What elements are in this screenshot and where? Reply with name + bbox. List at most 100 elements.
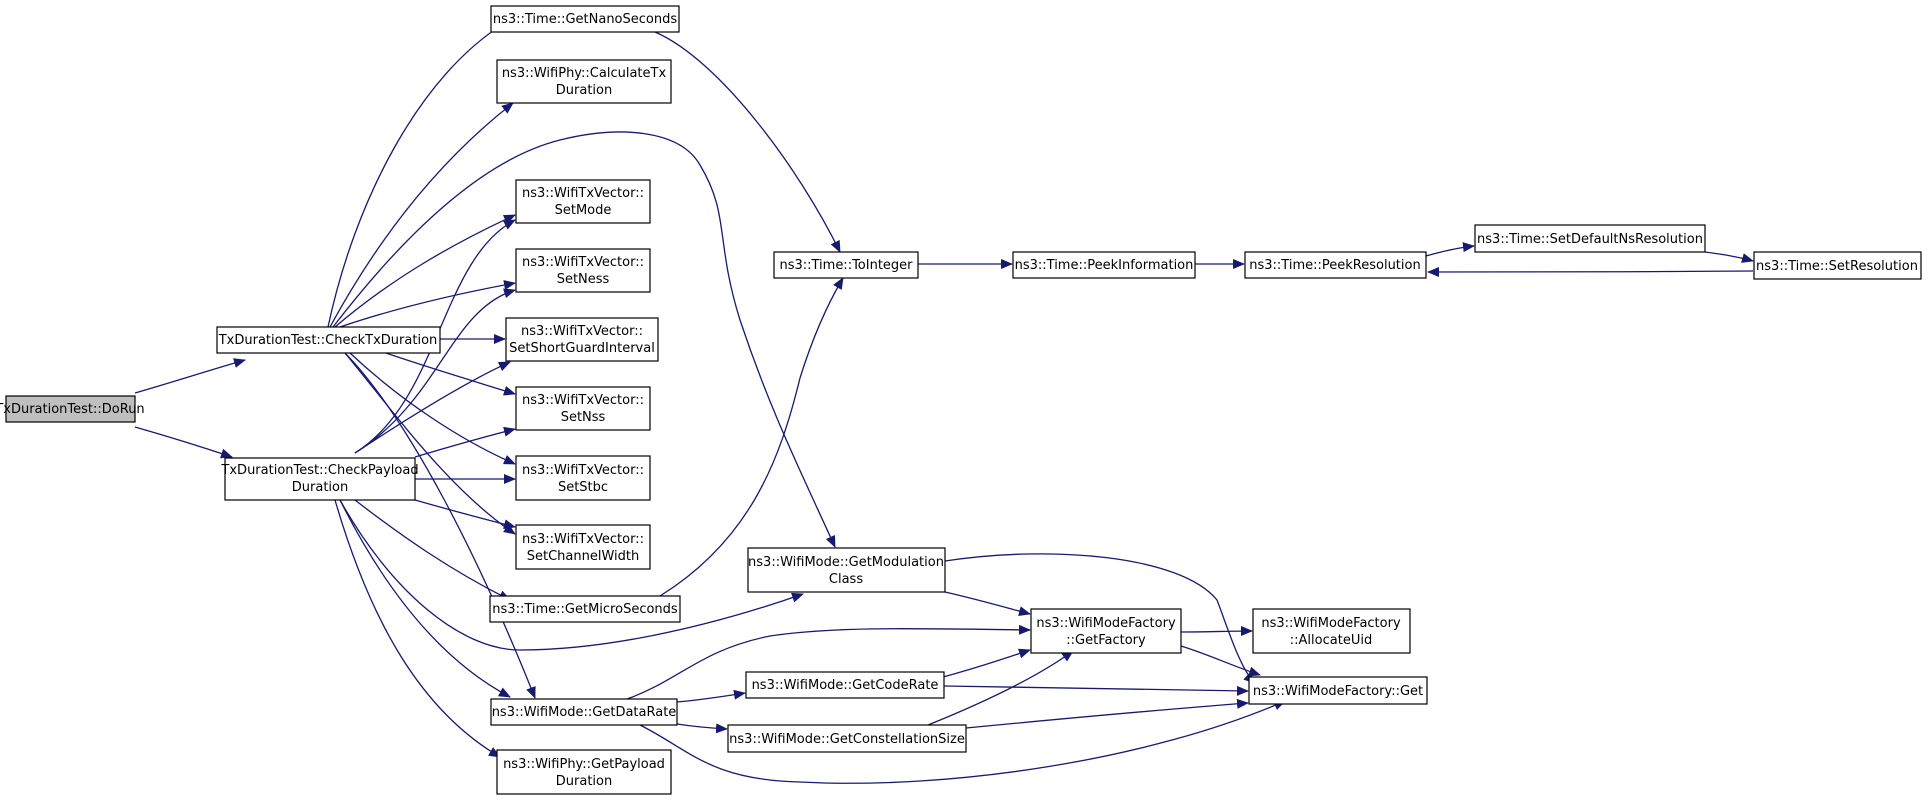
node-wifimode-getmodulationclass[interactable]: ns3::WifiMode::GetModulation Class — [747, 547, 946, 593]
node-time-getmicroseconds[interactable]: ns3::Time::GetMicroSeconds — [489, 595, 681, 623]
node-label: ns3::Time::PeekResolution — [1249, 258, 1420, 273]
edge-checktx-setchannelwidth — [344, 352, 516, 535]
edge-getmicroseconds-tointeger — [659, 277, 844, 597]
edge-getcoderate-wifimodefactoryget — [943, 685, 1249, 696]
node-label-line1: ns3::WifiTxVector:: — [522, 186, 644, 201]
edge-checktx-setnss — [379, 350, 516, 396]
edge-getdatarate-getconstellationsize — [676, 723, 728, 734]
node-label-line1: TxDurationTest::CheckPayload — [220, 463, 418, 478]
node-wifitxvector-setchannelwidth[interactable]: ns3::WifiTxVector:: SetChannelWidth — [515, 524, 651, 570]
node-time-setresolution[interactable]: ns3::Time::SetResolution — [1753, 251, 1922, 280]
node-label-line1: ns3::WifiModeFactory — [1036, 616, 1176, 631]
edge-dorun-checktxduration — [134, 358, 246, 394]
edge-checkpayload-getpayloadduration — [334, 499, 501, 758]
node-label-line2: Duration — [556, 83, 612, 98]
edge-getconstellationsize-wifimodefactoryget — [965, 698, 1249, 729]
node-label-line1: ns3::WifiTxVector:: — [522, 532, 644, 547]
node-wifimode-getdatarate[interactable]: ns3::WifiMode::GetDataRate — [490, 698, 678, 726]
node-label: ns3::Time::ToInteger — [779, 258, 913, 273]
edge-getfactory-wifimodefactoryget — [1180, 645, 1261, 677]
node-label: ns3::WifiMode::GetCodeRate — [752, 678, 939, 693]
edge-checkpayload-setness — [354, 288, 516, 454]
edge-checkpayload-getmicroseconds — [354, 499, 511, 601]
edge-getfactory-allocateuid — [1180, 626, 1253, 637]
node-txdurationtest-dorun[interactable]: TxDurationTest::DoRun — [0, 395, 145, 423]
edge-getmodulationclass-wifimodefactoryget — [944, 553, 1256, 684]
node-wifitxvector-setshortguardinterval[interactable]: ns3::WifiTxVector:: SetShortGuardInterva… — [505, 317, 659, 362]
edge-getconstellationsize-getfactory — [927, 650, 1074, 726]
edge-checktx-getnanoseconds — [327, 22, 506, 328]
edge-checktx-setmode — [334, 214, 516, 328]
edge-setdefaultnsresolution-setresolution — [1704, 251, 1754, 263]
nodes: TxDurationTest::DoRun TxDurationTest::Ch… — [0, 5, 1922, 795]
edges — [134, 22, 1754, 784]
node-label-line2: Duration — [556, 774, 612, 789]
edge-checktx-calculatetxduration — [329, 102, 514, 328]
node-wifitxvector-setnss[interactable]: ns3::WifiTxVector:: SetNss — [515, 386, 651, 431]
node-label: TxDurationTest::CheckTxDuration — [218, 333, 438, 348]
node-label-line2: SetChannelWidth — [527, 549, 640, 564]
node-label-line2: SetMode — [555, 203, 612, 218]
node-label: ns3::Time::SetResolution — [1756, 259, 1918, 274]
node-txdurationtest-checkpayloadduration[interactable]: TxDurationTest::CheckPayload Duration — [220, 457, 419, 501]
edge-checktx-setstbc — [349, 352, 516, 465]
node-wifiphy-calculatetxduration[interactable]: ns3::WifiPhy::CalculateTx Duration — [496, 59, 672, 104]
node-wifitxvector-setness[interactable]: ns3::WifiTxVector:: SetNess — [515, 248, 651, 293]
node-label-line2: SetNess — [557, 272, 610, 287]
node-wifimode-getcoderate[interactable]: ns3::WifiMode::GetCodeRate — [745, 671, 945, 699]
node-label-line1: ns3::WifiPhy::GetPayload — [503, 757, 665, 772]
node-label: ns3::Time::GetMicroSeconds — [492, 602, 678, 617]
edge-checkpayload-setshortguardinterval — [354, 361, 511, 454]
edge-peekresolution-setdefaultnsresolution — [1425, 242, 1475, 257]
edge-checkpayload-setnss — [414, 426, 516, 458]
edge-getdatarate-getcoderate — [676, 689, 746, 703]
node-label-line1: ns3::WifiModeFactory — [1261, 616, 1401, 631]
node-label-line2: ::GetFactory — [1066, 633, 1146, 648]
node-label-line2: Duration — [292, 480, 348, 495]
node-time-getnanoseconds[interactable]: ns3::Time::GetNanoSeconds — [490, 5, 680, 33]
node-label-line2: ::AllocateUid — [1290, 633, 1372, 648]
node-txdurationtest-checktxduration[interactable]: TxDurationTest::CheckTxDuration — [216, 326, 441, 354]
edge-getmodulationclass-getfactory — [944, 591, 1031, 616]
edge-checkpayload-getmodulationclass — [339, 499, 804, 651]
edge-getcoderate-getfactory — [931, 648, 1031, 681]
node-wifiphy-getpayloadduration[interactable]: ns3::WifiPhy::GetPayload Duration — [496, 749, 672, 795]
node-label: ns3::Time::GetNanoSeconds — [493, 12, 678, 27]
node-label-line1: ns3::WifiTxVector:: — [522, 463, 644, 478]
node-wifimode-getconstellationsize[interactable]: ns3::WifiMode::GetConstellationSize — [727, 724, 967, 753]
node-wifimodefactory-getfactory[interactable]: ns3::WifiModeFactory ::GetFactory — [1030, 608, 1182, 654]
node-label-line1: ns3::WifiTxVector:: — [522, 255, 644, 270]
node-label-line2: SetStbc — [558, 480, 608, 495]
node-label-line1: ns3::WifiTxVector:: — [521, 324, 643, 339]
node-wifitxvector-setmode[interactable]: ns3::WifiTxVector:: SetMode — [515, 179, 651, 224]
node-label: ns3::Time::SetDefaultNsResolution — [1477, 232, 1703, 247]
node-time-tointeger[interactable]: ns3::Time::ToInteger — [773, 251, 919, 279]
node-label-line1: ns3::WifiMode::GetModulation — [748, 555, 944, 570]
edge-checktx-getdatarate — [344, 352, 536, 699]
node-wifitxvector-setstbc[interactable]: ns3::WifiTxVector:: SetStbc — [515, 455, 651, 501]
node-label-line2: SetNss — [561, 410, 606, 425]
edge-checktx-setness — [339, 280, 516, 328]
node-label-line2: Class — [829, 572, 863, 587]
node-label: TxDurationTest::DoRun — [0, 402, 145, 417]
edge-getdatarate-wifimodefactoryget — [639, 700, 1286, 784]
node-time-peekresolution[interactable]: ns3::Time::PeekResolution — [1244, 251, 1427, 279]
edge-checkpayload-setchannelwidth — [414, 499, 516, 530]
node-wifimodefactory-get[interactable]: ns3::WifiModeFactory::Get — [1248, 676, 1428, 705]
node-label: ns3::Time::PeekInformation — [1015, 258, 1194, 273]
node-label: ns3::WifiModeFactory::Get — [1253, 684, 1423, 699]
edge-setresolution-peekresolution — [1427, 266, 1754, 277]
edge-checktx-getmodulationclass — [332, 131, 836, 548]
node-label-line1: ns3::WifiPhy::CalculateTx — [502, 66, 667, 81]
node-wifimodefactory-allocateuid[interactable]: ns3::WifiModeFactory ::AllocateUid — [1252, 608, 1411, 654]
edge-checkpayload-getdatarate — [339, 499, 511, 698]
edge-dorun-checkpayloadduration — [134, 426, 233, 459]
edge-getnanoseconds-tointeger — [654, 31, 841, 253]
edge-getdatarate-getfactory — [626, 624, 1031, 700]
node-time-peekinformation[interactable]: ns3::Time::PeekInformation — [1012, 251, 1196, 279]
node-time-setdefaultnsresolution[interactable]: ns3::Time::SetDefaultNsResolution — [1474, 224, 1706, 253]
node-label: ns3::WifiMode::GetDataRate — [492, 705, 677, 720]
node-label-line2: SetShortGuardInterval — [509, 341, 655, 356]
node-label-line1: ns3::WifiTxVector:: — [522, 393, 644, 408]
